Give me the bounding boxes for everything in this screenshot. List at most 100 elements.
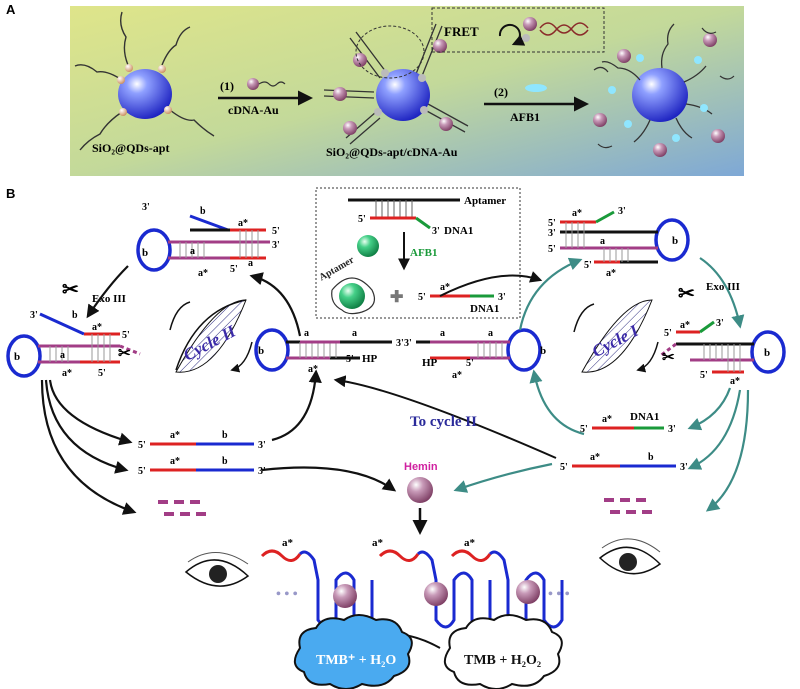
domain-b: b (648, 452, 654, 463)
complex-top-left (136, 214, 270, 272)
prime-5: 5' (418, 292, 426, 303)
domain-a: a (352, 328, 357, 339)
step2-number: (2) (494, 85, 508, 99)
prime-3: 3' (258, 440, 266, 451)
step2-reagent: AFB1 (510, 110, 540, 124)
domain-b: b (142, 247, 148, 259)
scissors-icon-right-lower: ✂ (662, 349, 675, 366)
domain-a-star: a* (452, 370, 462, 381)
aptamer-afb1-complex-icon (339, 283, 365, 309)
dna1-label-released: DNA1 (630, 411, 659, 423)
prime-5: 5' (358, 214, 366, 225)
cdna-strand-icon (258, 81, 286, 87)
hemin-ball-icon (407, 477, 433, 503)
domain-b: b (72, 310, 78, 321)
right-flow-arrows (453, 257, 750, 512)
afb1-icon (525, 84, 547, 92)
prime-5: 5' (700, 370, 708, 381)
prime-3: 3' (618, 206, 626, 217)
domain-b: b (540, 345, 546, 357)
dna1-green-segment (415, 216, 431, 230)
complex-top-right (560, 210, 690, 264)
exo-iii-left: Exo III (92, 293, 126, 305)
dots-left: • • • (276, 587, 298, 602)
prime-5: 5' (272, 226, 280, 237)
to-cycle-ii-label: To cycle II (410, 414, 477, 430)
exo-iii-right: Exo III (706, 281, 740, 293)
domain-a: a (600, 236, 605, 247)
np1-label: SiO₂@QDs-apt (92, 141, 169, 155)
step1-reagent: cDNA-Au (228, 103, 279, 117)
domain-a-star: a* (282, 537, 294, 549)
prime-5: 5' (548, 244, 556, 255)
left-flow-arrows (40, 265, 397, 515)
tmb-ox-cloud (293, 614, 413, 689)
prime-5: 5' (664, 328, 672, 339)
domain-a-star: a* (238, 218, 248, 229)
domain-b: b (222, 430, 228, 441)
prime-3: 3' (30, 310, 38, 321)
dna1-to-cycle-i-arrow (439, 271, 543, 297)
fragments-left (158, 500, 206, 516)
tmb-cloud (443, 614, 563, 689)
np2-label: SiO₂@QDs-apt/cDNA-Au (326, 145, 458, 159)
domain-b: b (14, 351, 20, 363)
hp-label-center: HP (362, 353, 378, 365)
aptamer-wrap-icon (331, 277, 375, 315)
domain-a: a (60, 350, 65, 361)
domain-a-star: a* (606, 268, 616, 279)
scissors-icon-right: ✂ (678, 283, 695, 305)
domain-a-star: a* (572, 208, 582, 219)
prime-5: 5' (122, 330, 130, 341)
dna1-label-box: DNA1 (444, 225, 473, 237)
domain-a-star: a* (602, 414, 612, 425)
au-ball-icon (247, 78, 259, 90)
prime-3: 3' (716, 318, 724, 329)
domain-b: b (764, 347, 770, 359)
domain-a-star: a* (170, 430, 180, 441)
aptamer-base-pairs (375, 200, 413, 218)
hairpin-probe-right (416, 328, 542, 372)
prime-3: 3' (548, 228, 556, 239)
prime-3: 3' (258, 466, 266, 477)
prime-5: 5' (584, 260, 592, 271)
domain-a-star: a* (730, 376, 740, 387)
prime-3: 3' (498, 292, 506, 303)
afb1-ball-icon (357, 235, 379, 257)
domain-a: a (248, 258, 253, 269)
aptamer-label: Aptamer (464, 195, 506, 207)
step1-number: (1) (220, 79, 234, 93)
prime-3: 3' (668, 424, 676, 435)
scissors-icon-left: ✂ (62, 279, 79, 301)
scissors-icon-left-lower: ✂ (118, 345, 131, 362)
complex-right (659, 320, 786, 374)
domain-a: a (304, 328, 309, 339)
prime-3: 3' (680, 462, 688, 473)
domain-a-star: a* (590, 452, 600, 463)
tmb-label: TMB + H₂O₂ (464, 653, 541, 668)
prime-3: 3' (142, 202, 150, 213)
fret-au-icon (523, 17, 537, 31)
domain-b: b (200, 206, 206, 217)
domain-a: a (190, 246, 195, 257)
prime-5: 5' (580, 424, 588, 435)
np1-nanoparticle (74, 11, 215, 151)
fret-circle (355, 25, 425, 79)
prime-5: 5' (548, 218, 556, 229)
complex-left (6, 312, 141, 378)
prime-3: 3' (396, 338, 404, 349)
domain-a: a (440, 328, 445, 339)
dna1-label-free: DNA1 (470, 303, 499, 315)
np3-nanoparticle (593, 23, 735, 157)
domain-a-star: a* (464, 537, 476, 549)
domain-a-star: a* (92, 322, 102, 333)
fret-dna-icon (539, 22, 589, 36)
prime-5: 5' (466, 358, 474, 369)
afb1-label: AFB1 (410, 247, 438, 259)
plus-icon: ✚ (390, 289, 403, 306)
cycle-i-emblem (573, 299, 659, 372)
domain-b: b (672, 235, 678, 247)
panel-b-label: B (6, 186, 15, 201)
domain-b: b (222, 456, 228, 467)
